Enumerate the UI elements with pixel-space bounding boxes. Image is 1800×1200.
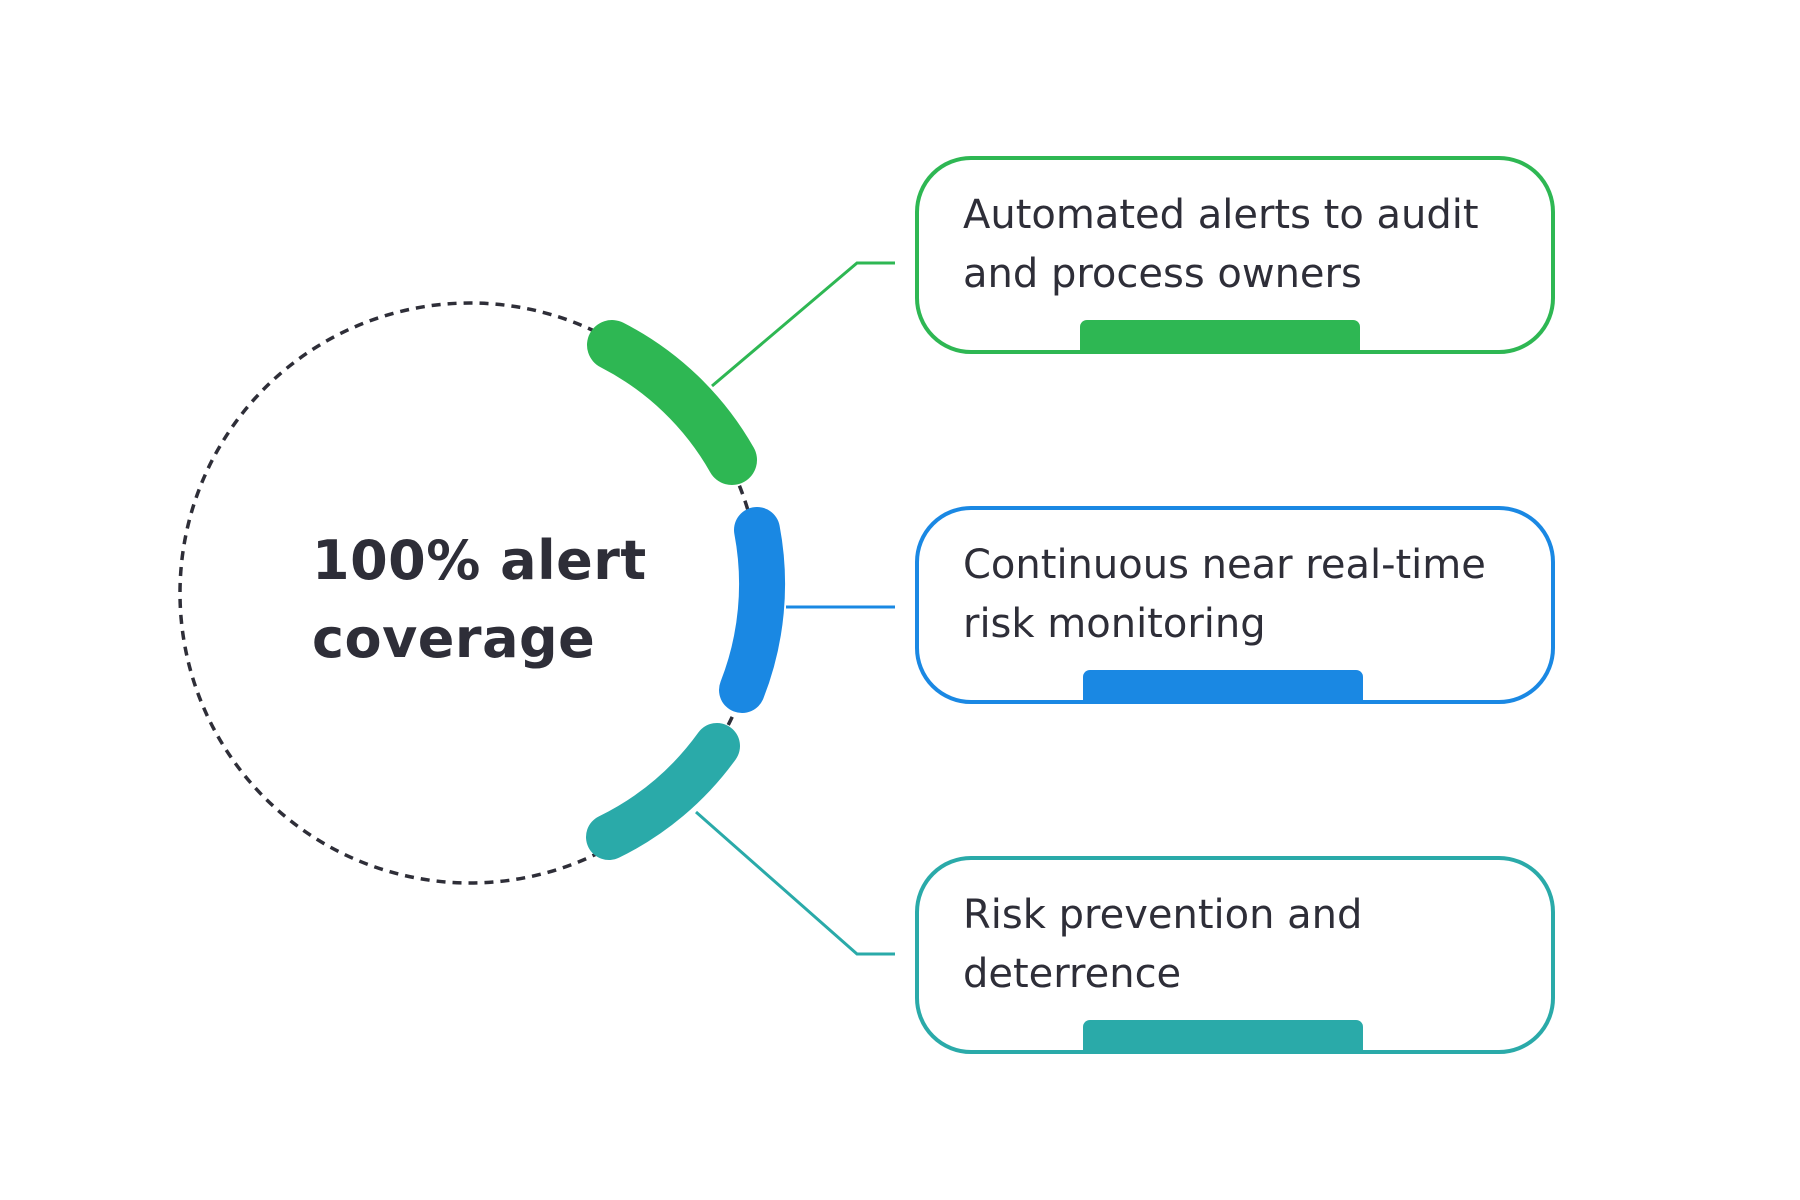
connector-line-teal <box>695 810 895 956</box>
card-automated-alerts: Automated alerts to audit and process ow… <box>915 156 1555 354</box>
card-text: Risk prevention and deterrence <box>963 886 1523 1004</box>
card-text-line1: Continuous near real-time <box>963 542 1486 588</box>
card-risk-monitoring: Continuous near real-time risk monitorin… <box>915 506 1555 704</box>
card-accent-bar <box>1080 320 1360 350</box>
card-text-line2: deterrence <box>963 951 1182 997</box>
card-text-line1: Automated alerts to audit <box>963 192 1479 238</box>
card-text: Automated alerts to audit and process ow… <box>963 186 1523 304</box>
card-accent-bar <box>1083 670 1363 700</box>
arc-segment-green <box>587 320 757 485</box>
card-risk-prevention: Risk prevention and deterrence <box>915 856 1555 1054</box>
center-title: 100% alert coverage <box>312 522 712 678</box>
card-text-line2: and process owners <box>963 251 1362 297</box>
card-text: Continuous near real-time risk monitorin… <box>963 536 1523 654</box>
connector-line-green <box>711 261 895 388</box>
center-title-line1: 100% alert <box>312 529 647 592</box>
arc-segment-blue <box>719 507 786 713</box>
center-title-line2: coverage <box>312 607 596 670</box>
arc-segment-teal <box>586 723 740 860</box>
card-text-line2: risk monitoring <box>963 601 1266 647</box>
card-accent-bar <box>1083 1020 1363 1050</box>
card-text-line1: Risk prevention and <box>963 892 1363 938</box>
